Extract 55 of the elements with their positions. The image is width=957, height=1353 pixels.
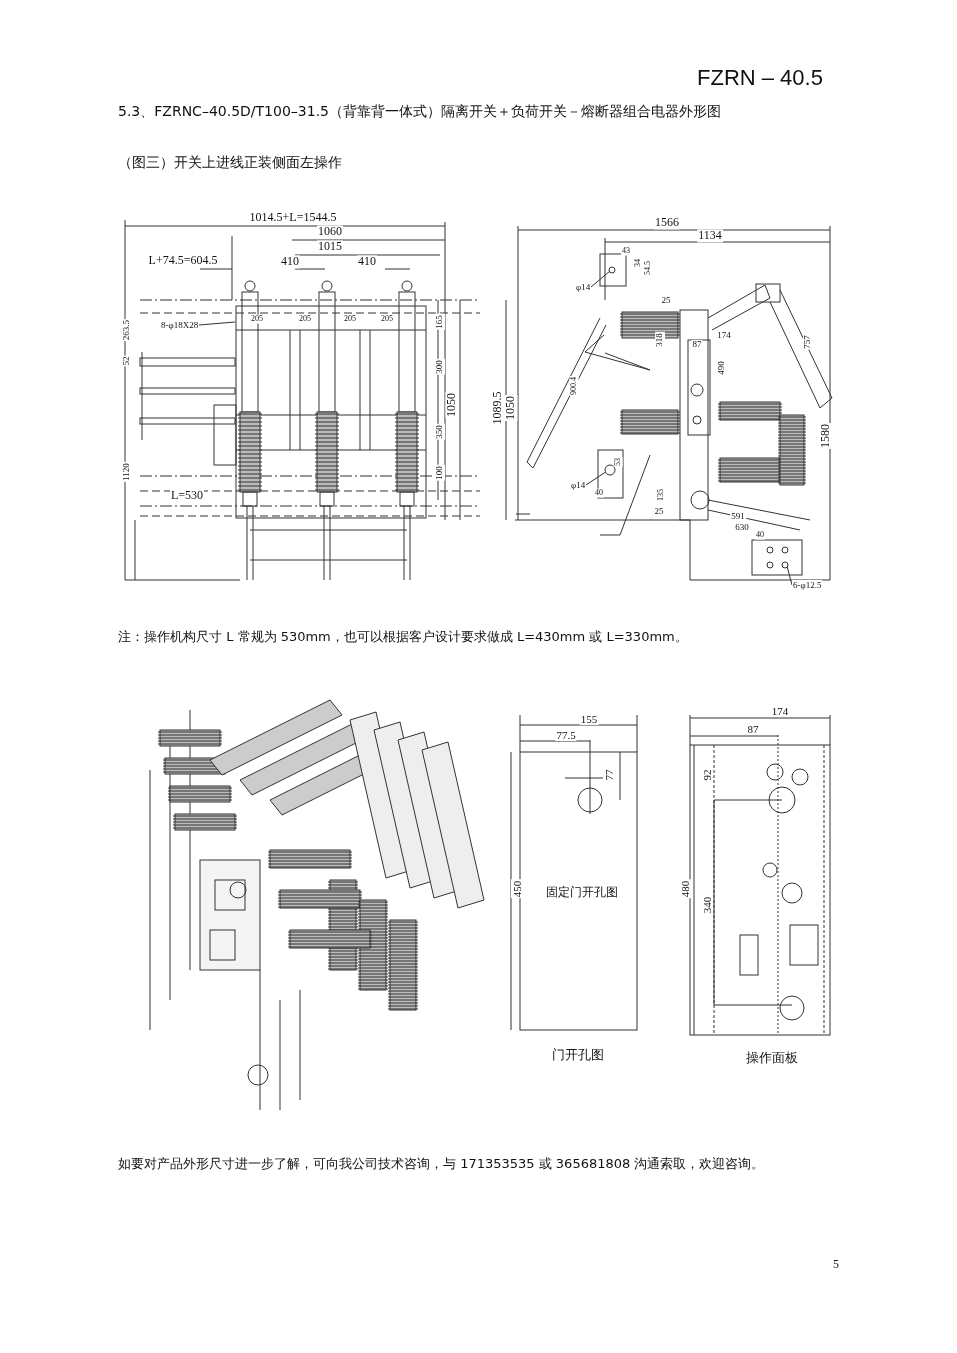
panel-caption: 固定门开孔图 — [546, 886, 618, 900]
dimension-label: 40 — [594, 488, 604, 498]
dimension-label: 25 — [653, 507, 665, 517]
dimension-label: 135 — [656, 488, 666, 502]
leader-line — [590, 271, 610, 288]
dimension-label: 40 — [755, 530, 765, 540]
dimension-label: 630 — [734, 523, 750, 533]
dimension-label: 87 — [691, 340, 703, 350]
note-text: 注：操作机构尺寸 L 常规为 530mm，也可以根据客户设计要求做成 L=430mm 或 L=330mm。 — [118, 630, 688, 645]
dimension-label: 1134 — [697, 229, 723, 243]
dimension-label: 34 — [633, 258, 643, 268]
dimension-label: 205 — [250, 314, 264, 324]
panel-caption: 操作面板 — [746, 1050, 798, 1066]
leader-line — [585, 471, 606, 486]
dimension-label: 318 — [655, 332, 665, 348]
dimension-label: 54.5 — [643, 260, 653, 276]
dimension-label: 205 — [380, 314, 394, 324]
dimension-label: 1580 — [819, 423, 833, 449]
page-number: 5 — [833, 1258, 839, 1272]
mounting-hole — [781, 561, 789, 569]
dimension-label: 410 — [280, 255, 300, 269]
dimension-label: 52 — [122, 355, 132, 367]
dimension-label: 900.4 — [569, 376, 579, 396]
dimension-label: 1120 — [122, 462, 132, 482]
subtitle-text: （图三）开关上进线正装侧面左操作 — [118, 155, 342, 171]
dimension-label: 1566 — [654, 216, 680, 230]
dimension-label: 53 — [613, 457, 623, 467]
dimension-label: 165 — [435, 314, 445, 330]
dimension-label: 350 — [435, 424, 445, 440]
mounting-hole — [604, 464, 616, 476]
dimension-label: 205 — [298, 314, 312, 324]
title-text: 5.3、FZRNC–40.5D/T100–31.5（背靠背一体式）隔离开关＋负荷开关－熔断器组合电器外形图 — [118, 104, 721, 120]
dimension-label: 25 — [660, 296, 672, 306]
dimension-label: 174 — [716, 331, 732, 341]
dimension-label: 205 — [343, 314, 357, 324]
callout-text: φ14 — [570, 480, 587, 490]
mounting-hole — [608, 266, 616, 274]
dimension-label: 490 — [717, 360, 727, 376]
leader-line — [786, 566, 793, 586]
callout-text: 6-φ12.5 — [792, 580, 823, 590]
dimension-label: 43 — [621, 246, 631, 256]
dimension-label: 300 — [435, 359, 445, 375]
leader-line — [198, 321, 236, 326]
dimension-label: 100 — [435, 465, 445, 481]
dimension-label: 263.5 — [122, 318, 132, 342]
footer-text: 如要对产品外形尺寸进一步了解，可向我公司技术咨询，与 171353535 或 365681808 沟通索取，欢迎咨询。 — [118, 1157, 765, 1172]
callout-text: 8-φ18X28 — [160, 320, 200, 330]
callout-text: φ14 — [575, 282, 592, 292]
dimension-label: 1050 — [504, 395, 518, 421]
dimension-label: 757 — [803, 334, 813, 350]
header-text: FZRN – 40.5 — [697, 66, 823, 91]
dimension-label: 450 — [510, 879, 524, 899]
dimension-label: 77 — [602, 768, 616, 782]
panel-caption: 门开孔图 — [552, 1047, 604, 1063]
dimension-label: 591 — [730, 512, 746, 522]
